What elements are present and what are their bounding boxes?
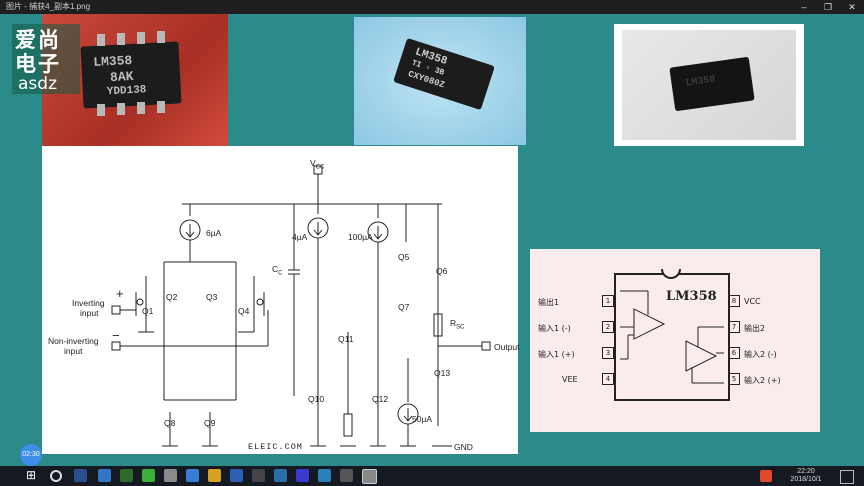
noninverting-label-1: Non-inverting <box>48 336 99 346</box>
slide-canvas: LM358 8AK YDD138 LM358 TI ✧ 3B CXY080Z L… <box>0 14 864 466</box>
q10-label: Q10 <box>308 394 325 404</box>
current-100ua-label: 100µA <box>348 232 373 242</box>
pinout-panel: LM358 输出1 1 输入1 (-) 2 输入1 (+) 3 <box>530 249 820 432</box>
pin-2-number: 2 <box>602 321 614 333</box>
q4-label: Q4 <box>238 306 250 316</box>
pin-3-number: 3 <box>602 347 614 359</box>
pin-1-number: 1 <box>602 295 614 307</box>
viewer-icon[interactable] <box>362 469 377 484</box>
pin-7-label: 输出2 <box>744 324 766 333</box>
current-50ua-label: 50µA <box>412 414 433 424</box>
window-titlebar: 图片 - 捕获4_副本1.png – ❐ ✕ <box>0 0 864 14</box>
pin-5-number: 5 <box>728 373 740 385</box>
q5-label: Q5 <box>398 252 410 262</box>
search-icon[interactable] <box>50 470 62 482</box>
pin-6-number: 6 <box>728 347 740 359</box>
q12-label: Q12 <box>372 394 389 404</box>
q13-label: Q13 <box>434 368 451 378</box>
task-view-icon[interactable] <box>74 469 87 482</box>
word-icon[interactable] <box>230 469 243 482</box>
chip1-line2: 8AK <box>109 68 134 86</box>
lm358-schematic <box>111 165 491 447</box>
q2-label: Q2 <box>166 292 178 302</box>
clock-date: 2018/10/1 <box>790 476 822 483</box>
photos-icon[interactable] <box>340 469 353 482</box>
q3-label: Q3 <box>206 292 218 302</box>
pinout-chip-name: LM358 <box>666 289 717 304</box>
window-title: 图片 - 捕获4_副本1.png <box>6 2 91 11</box>
clock[interactable]: 22:20 2018/10/1 <box>778 468 834 484</box>
pin-5-label: 输入2 (+) <box>744 376 781 385</box>
notification-icon[interactable] <box>840 470 854 484</box>
rsc-label: RSC <box>450 318 465 331</box>
cc-label: CC <box>272 264 283 277</box>
q6-label: Q6 <box>436 266 448 276</box>
chip1-line1: LM358 <box>92 52 133 70</box>
tool-icon[interactable] <box>318 469 331 482</box>
q8-label: Q8 <box>164 418 176 428</box>
pin-7-number: 7 <box>728 321 740 333</box>
ime-icon[interactable] <box>760 470 772 482</box>
chip-photo-3: LM358 <box>614 24 804 146</box>
brand-label: ELEIC.COM <box>248 442 303 452</box>
network-icon[interactable] <box>274 469 287 482</box>
qq-icon[interactable] <box>186 469 199 482</box>
baidu-icon[interactable] <box>296 469 309 482</box>
pin-3-label: 输入1 (+) <box>538 350 575 359</box>
vcc-label: VCC <box>310 158 325 171</box>
q1-label: Q1 <box>142 306 154 316</box>
chip-body-1: LM358 8AK YDD138 <box>80 41 182 109</box>
noninverting-label-2: input <box>64 346 83 356</box>
windows-taskbar: ⊞ 22:20 2018/10/1 <box>0 466 864 486</box>
clock-time: 22:20 <box>797 468 815 475</box>
explorer-icon[interactable] <box>208 469 221 482</box>
chip-body-2: LM358 TI ✧ 3B CXY080Z <box>393 37 495 111</box>
gnd-label: GND <box>454 442 473 452</box>
altium-icon[interactable] <box>120 469 133 482</box>
current-4ua-label: 4µA <box>292 232 308 242</box>
edge-icon[interactable] <box>98 469 111 482</box>
inverting-label-1: Inverting <box>72 298 105 308</box>
app-icon[interactable] <box>252 469 265 482</box>
wechat-icon[interactable] <box>142 469 155 482</box>
media-icon[interactable] <box>164 469 177 482</box>
pin-6-label: 输入2 (-) <box>744 350 777 359</box>
q7-label: Q7 <box>398 302 410 312</box>
pin-4-number: 4 <box>602 373 614 385</box>
noninverting-minus: − <box>112 328 120 343</box>
chip1-line3: YDD138 <box>106 84 147 99</box>
maximize-icon[interactable]: ❐ <box>823 2 833 12</box>
q9-label: Q9 <box>204 418 216 428</box>
pin-8-number: 8 <box>728 295 740 307</box>
pin-1-label: 输出1 <box>538 298 560 307</box>
minimize-icon[interactable]: – <box>801 2 807 12</box>
inverting-label-2: input <box>80 308 99 318</box>
asdz-logo: 爱尚 电子 asdz <box>12 24 80 94</box>
q11-label: Q11 <box>338 334 354 344</box>
pin-2-label: 输入1 (-) <box>538 324 571 333</box>
start-icon[interactable]: ⊞ <box>26 468 37 482</box>
chip3-line1: LM358 <box>685 74 717 90</box>
pin-8-label: VCC <box>744 297 761 306</box>
pin-4-label: VEE <box>562 375 578 384</box>
video-time-badge[interactable]: 02:30 <box>20 444 42 466</box>
close-icon[interactable]: ✕ <box>848 2 856 12</box>
schematic-panel: VCC 6µA 4µA 100µA 50µA CC RSC + Invertin… <box>42 146 520 454</box>
inverting-plus: + <box>116 286 124 301</box>
chip-photo-2: LM358 TI ✧ 3B CXY080Z <box>354 17 526 145</box>
output-label: Output <box>494 342 520 352</box>
current-6ua-label: 6µA <box>206 228 222 238</box>
pinout-opamp-symbols <box>620 290 724 384</box>
